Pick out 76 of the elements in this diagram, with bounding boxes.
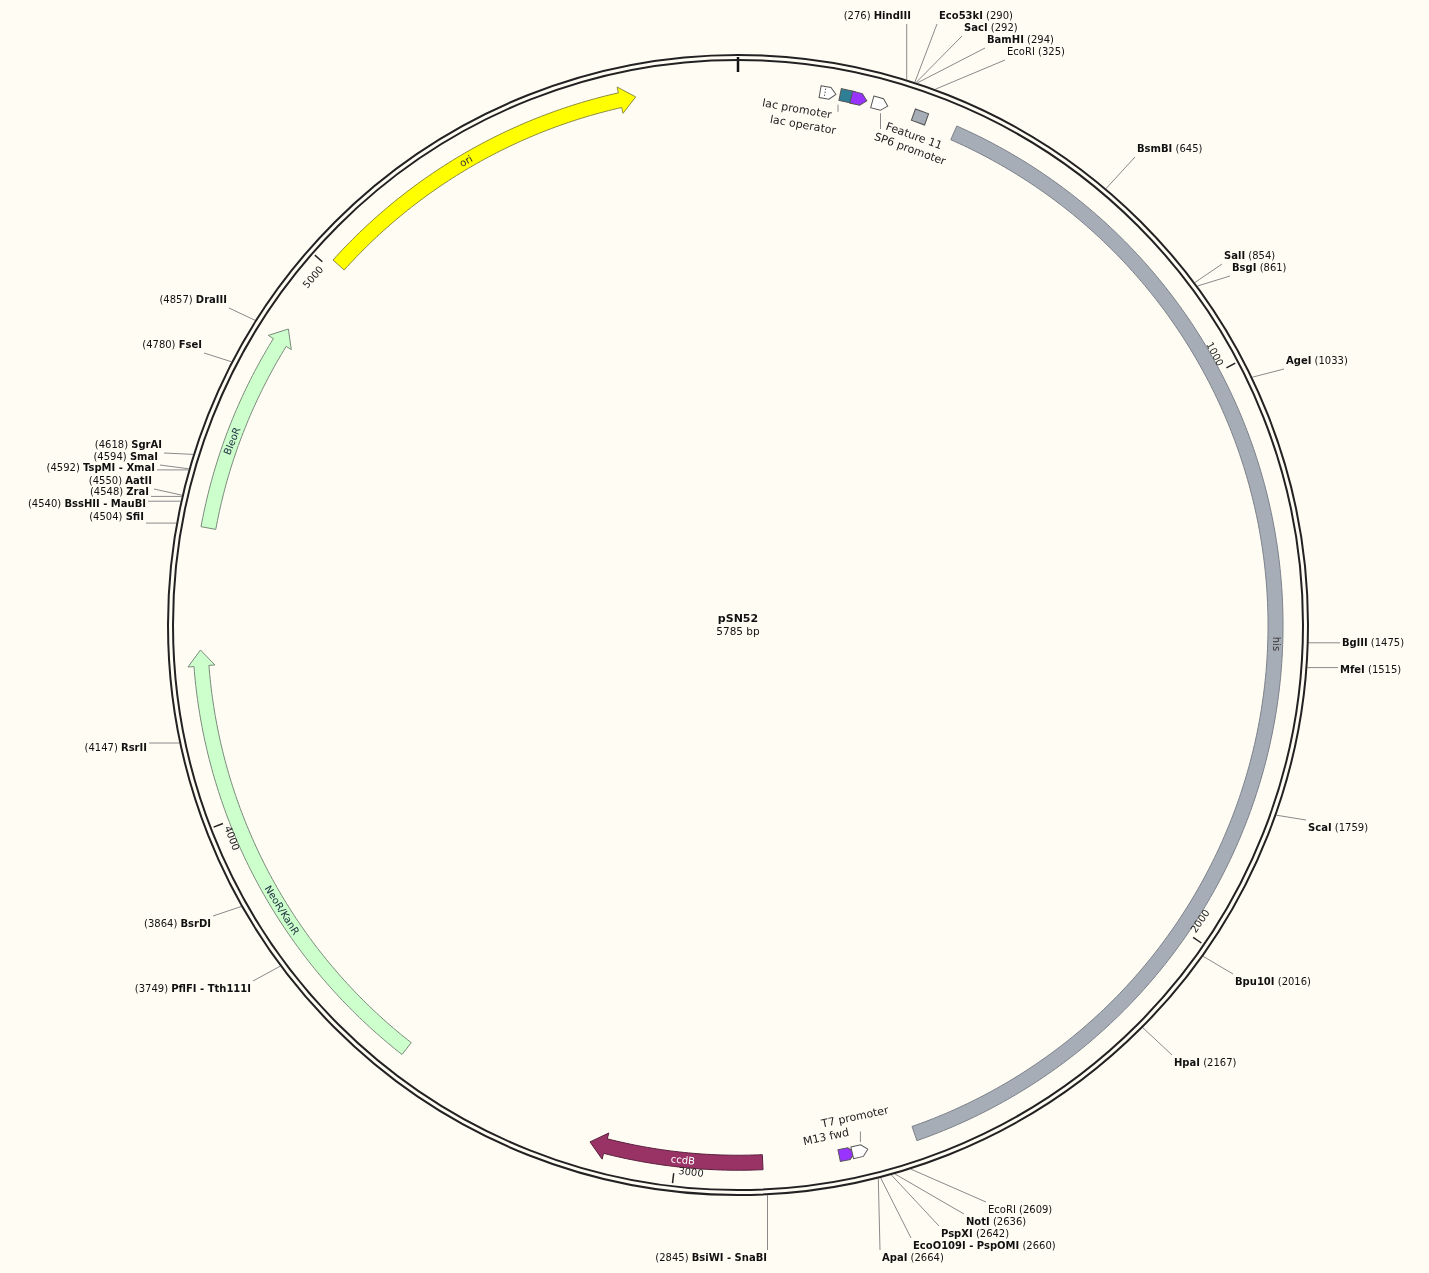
restriction-site-label: (4540) BssHII - MauBI bbox=[27, 498, 146, 510]
leader-line bbox=[163, 452, 194, 455]
leader-line bbox=[1275, 814, 1307, 821]
leader-line bbox=[148, 742, 180, 744]
leader-line bbox=[894, 1173, 965, 1215]
leader-line bbox=[1251, 368, 1285, 378]
restriction-site-label: (4594) SmaI bbox=[93, 451, 158, 463]
leader-line bbox=[203, 352, 232, 363]
leader-line bbox=[877, 1178, 881, 1251]
restriction-site-label: EcoRI (325) bbox=[1007, 46, 1065, 58]
restriction-site-label: BamHI (294) bbox=[987, 34, 1054, 46]
leader-line bbox=[880, 112, 881, 130]
feature-arrow-icon bbox=[850, 1142, 871, 1160]
leader-line bbox=[934, 59, 1006, 90]
leader-line bbox=[915, 35, 963, 83]
leader-line bbox=[147, 500, 182, 502]
restriction-site-label: (4780) FseI bbox=[142, 339, 202, 351]
restriction-site-label: EcoRI (2609) bbox=[988, 1204, 1053, 1216]
restriction-site-label: ApaI (2664) bbox=[882, 1252, 944, 1264]
feature-arrow bbox=[331, 86, 637, 271]
leader-line bbox=[767, 1194, 768, 1251]
feature-arrow-icon bbox=[818, 84, 839, 101]
leader-line bbox=[906, 23, 908, 80]
restriction-site-label: ScaI (1759) bbox=[1308, 822, 1369, 834]
leader-line bbox=[156, 469, 189, 471]
leader-line bbox=[1306, 667, 1339, 669]
restriction-site-label: PspXI (2642) bbox=[941, 1228, 1010, 1240]
restriction-site-label: AgeI (1033) bbox=[1286, 355, 1348, 367]
restriction-site-label: NotI (2636) bbox=[966, 1216, 1027, 1228]
restriction-site-label: (4618) SgrAI bbox=[94, 439, 162, 451]
restriction-site-label: EcoO109I - PspOMI (2660) bbox=[913, 1240, 1056, 1252]
restriction-site-label: (4548) ZraI bbox=[89, 486, 149, 498]
leader-line bbox=[916, 47, 986, 84]
leader-line bbox=[1105, 156, 1136, 189]
leader-line bbox=[890, 1174, 940, 1227]
leader-line bbox=[150, 495, 183, 497]
restriction-site-label: (4550) AatII bbox=[88, 475, 152, 487]
feature-arrow-icon bbox=[869, 95, 891, 114]
feature-arrow-icon bbox=[849, 90, 870, 108]
leader-line bbox=[252, 965, 281, 982]
leader-line bbox=[145, 522, 177, 524]
leader-line bbox=[880, 1177, 912, 1239]
restriction-site-label: (276) HindIII bbox=[843, 10, 911, 22]
feature-arrow bbox=[200, 327, 293, 531]
restriction-site-label: Eco53kI (290) bbox=[939, 10, 1013, 22]
tick-label: 4000 bbox=[222, 824, 242, 853]
leader-line bbox=[914, 23, 938, 83]
leader-line bbox=[1197, 275, 1231, 287]
leader-line bbox=[153, 488, 183, 496]
leader-line bbox=[1142, 1027, 1173, 1056]
restriction-site-label: (4504) SfiI bbox=[89, 511, 144, 523]
restriction-site-label: (4147) RsrII bbox=[84, 742, 147, 754]
restriction-site-label: SacI (292) bbox=[964, 22, 1018, 34]
restriction-site-label: (4592) TspMI - XmaI bbox=[46, 462, 155, 474]
restriction-site-label: MfeI (1515) bbox=[1340, 664, 1402, 676]
feature-label: ori bbox=[457, 152, 475, 169]
leader-line bbox=[1194, 263, 1223, 283]
leader-line bbox=[1308, 642, 1341, 644]
leader-line bbox=[1202, 955, 1234, 975]
tick-label: 1000 bbox=[1204, 340, 1227, 368]
leader-line bbox=[159, 464, 190, 470]
feature-label: his bbox=[1270, 636, 1282, 651]
plasmid-size: 5785 bp bbox=[716, 625, 760, 638]
leader-line bbox=[212, 906, 242, 917]
feature-label: ccdB bbox=[670, 1153, 696, 1167]
restriction-site-label: (3864) BsrDI bbox=[144, 918, 211, 930]
tick-label: 3000 bbox=[677, 1165, 705, 1179]
leader-line bbox=[837, 104, 839, 113]
leader-line bbox=[228, 307, 256, 321]
restriction-site-label: (3749) PflFI - Tth111I bbox=[134, 983, 251, 995]
restriction-site-label: (4857) DraIII bbox=[159, 294, 227, 306]
plasmid-name: pSN52 bbox=[717, 612, 759, 625]
leader-line bbox=[859, 1131, 861, 1143]
restriction-site-label: BglII (1475) bbox=[1342, 637, 1405, 649]
leader-line bbox=[910, 1168, 987, 1203]
restriction-site-label: (2845) BsiWI - SnaBI bbox=[655, 1252, 767, 1264]
